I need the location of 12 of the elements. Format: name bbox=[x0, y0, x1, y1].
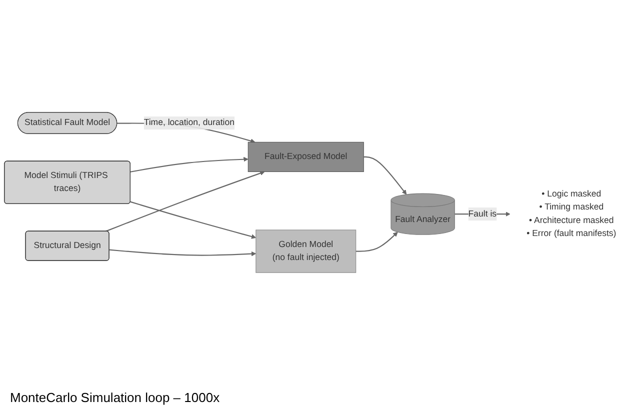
edge-label: Fault is bbox=[468, 209, 497, 218]
arrow bbox=[356, 232, 398, 252]
node-text: • Logic masked • Timing masked • Architecture masked • Error (fault manifests) bbox=[526, 189, 616, 238]
loop-note: MonteCarlo Simulation loop – 1000x bbox=[10, 390, 220, 405]
arrow bbox=[130, 201, 256, 239]
node-box: Fault-Exposed Model bbox=[248, 142, 364, 172]
edge-label: Time, location, duration bbox=[144, 118, 234, 128]
arrow bbox=[364, 156, 407, 195]
arrow bbox=[106, 170, 265, 232]
arrow bbox=[130, 156, 248, 172]
arrow bbox=[109, 249, 256, 256]
node-box: Golden Model (no fault injected) bbox=[256, 230, 356, 273]
